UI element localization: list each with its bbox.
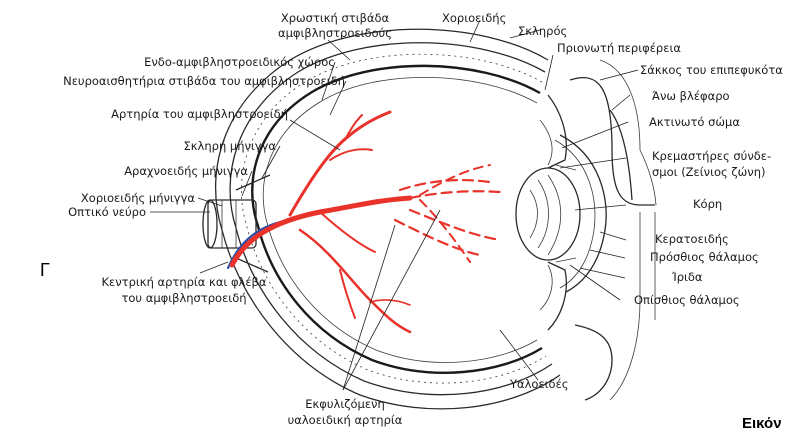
labels: Χρωστική στιβάδα αμφιβληστροειδούς Χοριο… [40, 11, 783, 432]
label-sclera: Σκληρός [518, 24, 567, 38]
label-central-vessels-2: του αμφιβληστροειδή [121, 291, 246, 305]
figure-caption: Εικόν [742, 415, 782, 432]
label-posterior-chamber: Οπίσθιος θάλαμος [634, 293, 740, 307]
label-degenerating-hyaloid-1: Εκφυλιζόμενη [305, 397, 385, 411]
label-pigment-layer-1: Χρωστική στιβάδα [281, 11, 390, 25]
label-central-vessels-1: Κεντρική αρτηρία και φλέβα [102, 275, 267, 289]
label-retinal-artery: Αρτηρία του αμφιβληστροειδή [111, 107, 288, 121]
label-optic-nerve: Οπτικό νεύρο [68, 205, 146, 219]
label-ciliary-body: Ακτινωτό σώμα [649, 115, 740, 129]
label-upper-eyelid: Άνω βλέφαρο [652, 89, 730, 103]
label-intraretinal-space: Ενδο-αμφιβληστροειδικός χώρος [144, 55, 335, 69]
label-pia-mater: Χοριοειδής μήνιγγα [81, 191, 196, 205]
label-anterior-chamber: Πρόσθιος θάλαμος [650, 250, 759, 264]
label-degenerating-hyaloid-2: υαλοειδική αρτηρία [288, 413, 403, 427]
label-neurosensory-retina: Νευροαισθητήρια στιβάδα του αμφιβληστροε… [63, 74, 345, 88]
label-lens: Κόρη [693, 197, 722, 211]
label-choroid: Χοριοειδής [442, 11, 506, 25]
label-dura-mater: Σκληρή μήνιγγα [184, 139, 277, 153]
anterior-segment [516, 95, 606, 330]
label-zonule-2: σμοι (Ζείνιος ζώνη) [652, 165, 766, 179]
label-gamma: Γ [40, 260, 50, 280]
upper-eyelid [570, 60, 656, 400]
label-arachnoid: Αραχνοειδής μήνιγγα [124, 164, 248, 178]
label-conjunctival-sac: Σάκκος του επιπεφυκότα [640, 63, 783, 77]
label-cornea: Κερατοειδής [655, 232, 729, 246]
label-iris: Ίριδα [671, 270, 703, 284]
label-pigment-layer-2: αμφιβληστροειδούς [278, 26, 392, 40]
label-vitreous: Υαλοειδές [509, 377, 569, 391]
lens-shape [516, 168, 580, 260]
label-zonule-1: Κρεμαστήρες σύνδε- [652, 149, 771, 163]
label-ora-serrata: Πριονωτή περιφέρεια [557, 41, 681, 55]
